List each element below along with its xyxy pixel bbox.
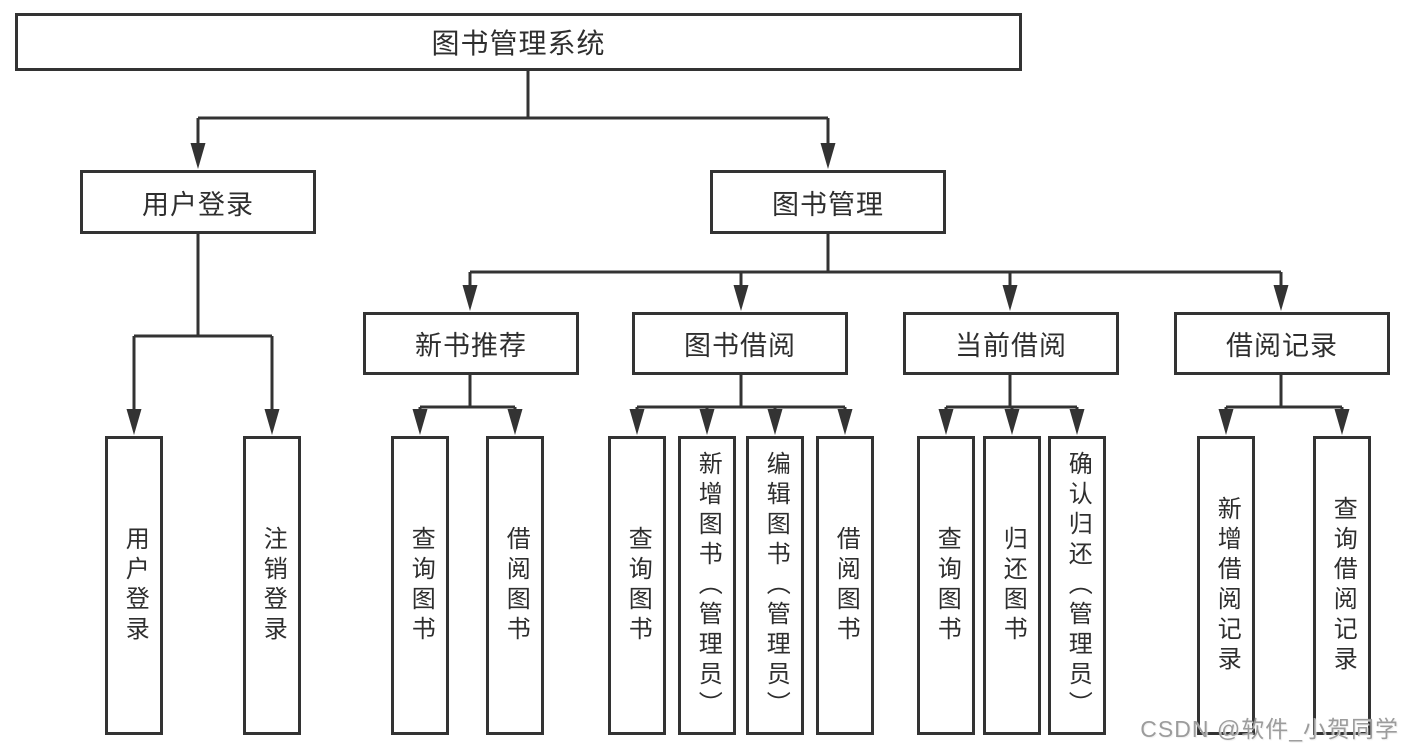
- node-new-book-recommend: 新书推荐: [363, 312, 579, 375]
- connector-current-branch: [944, 375, 1079, 411]
- node-current-borrow-label: 当前借阅: [955, 331, 1067, 361]
- arrowhead: [1273, 285, 1289, 311]
- node-book-borrow: 图书借阅: [632, 312, 848, 375]
- node-user-login: 用户登录: [80, 170, 316, 234]
- arrowhead: [126, 409, 142, 435]
- node-book-management: 图书管理: [710, 170, 946, 234]
- arrowhead: [1002, 285, 1018, 311]
- arrowhead: [629, 409, 645, 435]
- arrowhead: [733, 285, 749, 311]
- leaf-user-login-label: 用户登录: [121, 525, 149, 646]
- node-root-label: 图书管理系统: [431, 28, 606, 59]
- arrowhead: [938, 409, 954, 435]
- leaf-borrow-borrow-books-label: 借阅图书: [832, 525, 860, 646]
- leaf-borrow-edit-books-admin-label: 编辑图书（管理员）: [762, 450, 790, 721]
- leaf-records-query-record-label: 查询借阅记录: [1329, 495, 1357, 676]
- leaf-current-return-books: 归还图书: [983, 436, 1041, 735]
- arrowhead: [1218, 409, 1234, 435]
- leaf-borrow-add-books-admin-label: 新增图书（管理员）: [694, 450, 722, 721]
- node-root: 图书管理系统: [15, 13, 1022, 71]
- arrowhead: [264, 409, 280, 435]
- arrowhead: [1334, 409, 1350, 435]
- arrowhead: [699, 409, 715, 435]
- node-borrow-records-label: 借阅记录: [1226, 331, 1338, 361]
- leaf-logout: 注销登录: [243, 436, 301, 735]
- arrowhead: [462, 285, 478, 311]
- leaf-borrow-edit-books-admin: 编辑图书（管理员）: [746, 436, 804, 735]
- leaf-recommend-borrow-books: 借阅图书: [486, 436, 544, 735]
- node-user-login-label: 用户登录: [142, 189, 254, 220]
- arrowhead: [1004, 409, 1020, 435]
- leaf-records-add-record: 新增借阅记录: [1197, 436, 1255, 735]
- arrowhead: [412, 409, 428, 435]
- connector-borrow-branch: [635, 375, 847, 411]
- connector-recommend-branch: [418, 375, 517, 411]
- leaf-borrow-query-books-label: 查询图书: [624, 525, 652, 646]
- node-book-borrow-label: 图书借阅: [684, 331, 796, 361]
- arrowhead: [1069, 409, 1085, 435]
- connector-user-branch: [132, 234, 274, 411]
- node-current-borrow: 当前借阅: [903, 312, 1119, 375]
- connector-records-branch: [1224, 375, 1344, 411]
- node-book-management-label: 图书管理: [772, 189, 884, 220]
- leaf-recommend-query-books: 查询图书: [391, 436, 449, 735]
- leaf-current-query-books: 查询图书: [917, 436, 975, 735]
- leaf-recommend-query-books-label: 查询图书: [407, 525, 435, 646]
- watermark: CSDN @软件_小贺同学: [1140, 716, 1399, 742]
- node-borrow-records: 借阅记录: [1174, 312, 1390, 375]
- arrowhead: [190, 143, 206, 169]
- arrowhead: [767, 409, 783, 435]
- leaf-borrow-borrow-books: 借阅图书: [816, 436, 874, 735]
- arrowhead: [837, 409, 853, 435]
- leaf-records-add-record-label: 新增借阅记录: [1213, 495, 1241, 676]
- connector-root: [196, 71, 830, 145]
- leaf-borrow-add-books-admin: 新增图书（管理员）: [678, 436, 736, 735]
- arrowhead: [507, 409, 523, 435]
- leaf-borrow-query-books: 查询图书: [608, 436, 666, 735]
- leaf-logout-label: 注销登录: [259, 525, 287, 646]
- leaf-current-confirm-return-admin-label: 确认归还（管理员）: [1064, 450, 1092, 721]
- connector-book-branch: [468, 234, 1283, 287]
- leaf-user-login: 用户登录: [105, 436, 163, 735]
- leaf-recommend-borrow-books-label: 借阅图书: [502, 525, 530, 646]
- arrowhead: [820, 143, 836, 169]
- leaf-current-return-books-label: 归还图书: [999, 525, 1027, 646]
- node-new-book-recommend-label: 新书推荐: [415, 331, 527, 361]
- leaf-current-query-books-label: 查询图书: [933, 525, 961, 646]
- leaf-records-query-record: 查询借阅记录: [1313, 436, 1371, 735]
- leaf-current-confirm-return-admin: 确认归还（管理员）: [1048, 436, 1106, 735]
